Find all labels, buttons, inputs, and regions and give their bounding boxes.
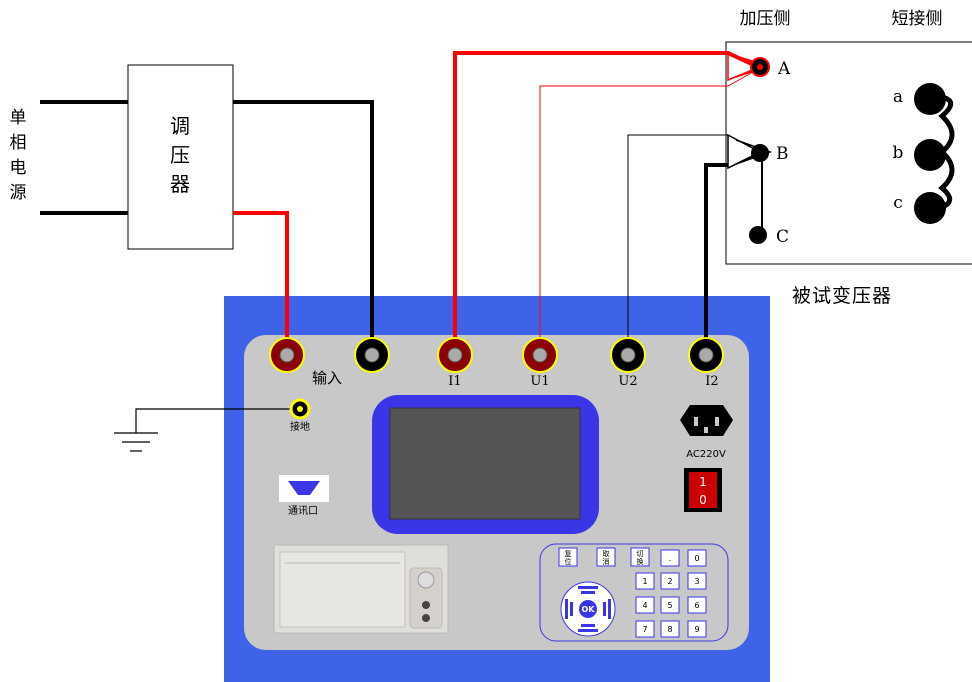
printer[interactable] [273,544,449,634]
ground-terminal[interactable] [289,398,311,420]
wire-regulator-red [233,211,289,355]
power-label: AC220V [686,449,726,460]
wire-u1 [539,67,761,355]
svg-text:7: 7 [642,625,647,634]
svg-text:切: 切 [637,550,644,558]
svg-text:复: 复 [565,549,572,558]
terminal-u2[interactable] [610,337,646,373]
svg-text:6: 6 [694,601,699,610]
key-7[interactable]: 7 [635,620,655,638]
svg-text:3: 3 [694,577,699,586]
terminal-i1[interactable] [437,337,473,373]
key-0[interactable]: 0 [687,549,707,567]
arrow-left-icon[interactable] [565,599,568,619]
key-dot[interactable]: . [660,549,680,567]
switch-on-label: 1 [699,475,707,489]
regulator-char-3: 器 [170,172,190,196]
transformer-name: 被试变压器 [792,285,892,307]
source-char-1: 单 [10,108,27,128]
switch-off-label: 0 [699,493,707,507]
terminal-lv-a [914,83,946,115]
terminal-i1-label: I1 [448,374,461,389]
svg-text:换: 换 [637,557,644,566]
svg-text:1: 1 [642,577,647,586]
regulator-char-2: 压 [170,143,190,167]
terminal-c-label: C [776,227,789,247]
arrow-down-icon[interactable] [578,629,598,632]
terminal-i2[interactable] [688,337,724,373]
source-char-2: 相 [10,133,27,153]
ground-label: 接地 [290,420,310,433]
terminal-lv-c-label: c [893,193,903,213]
key-2[interactable]: 2 [660,572,680,590]
db9-port-icon [288,481,320,495]
terminal-i2-label: I2 [705,374,718,389]
terminal-lv-a-label: a [893,87,903,107]
key-4[interactable]: 4 [635,596,655,614]
svg-text:取: 取 [603,550,610,558]
keypad-frame [539,543,729,642]
terminal-a-label: A [777,59,791,79]
terminal-c [749,226,767,244]
comm-port-label: 通讯口 [288,505,318,517]
arrow-right-icon[interactable] [608,599,611,619]
key-9[interactable]: 9 [687,620,707,638]
terminal-lv-c [914,192,946,224]
nav-pad [560,581,616,637]
terminal-lv-b [914,139,946,171]
ground-wire [135,408,300,433]
svg-text:位: 位 [565,557,572,566]
svg-text:.: . [669,554,672,563]
key-5[interactable]: 5 [660,596,680,614]
ok-button[interactable] [579,600,597,618]
source-char-4: 源 [10,183,27,203]
svg-text:4: 4 [642,601,647,610]
source-label: 单 相 电 源 [10,108,27,203]
voltage-regulator-box [127,64,234,250]
key-reset[interactable]: 复 位 [558,547,578,567]
terminal-b-label: B [776,144,789,164]
key-6[interactable]: 6 [687,596,707,614]
terminal-u1-label: U1 [530,374,549,389]
terminal-u2-label: U2 [618,374,637,389]
ok-label: OK [582,605,596,614]
svg-text:9: 9 [694,625,699,634]
input-terminal-black[interactable] [354,337,390,373]
wire-regulator-black [233,100,374,355]
regulator-char-1: 调 [170,114,190,138]
svg-text:消: 消 [603,557,610,566]
wire-i1 [453,51,761,355]
clamp-a [727,51,771,82]
source-char-3: 电 [10,158,27,178]
short-side-label: 短接侧 [892,9,943,29]
hv-side-label: 加压侧 [740,9,791,29]
svg-text:2: 2 [667,577,672,586]
display-screen [389,407,581,520]
terminal-b [751,144,769,162]
ground-symbol-icon [114,432,158,452]
terminal-u1[interactable] [522,337,558,373]
key-cancel[interactable]: 取 消 [596,547,616,567]
power-inlet[interactable] [680,405,733,436]
key-1[interactable]: 1 [635,572,655,590]
input-label: 输入 [312,369,342,387]
key-switch[interactable]: 切 换 [630,547,650,567]
clamp-b [727,133,773,170]
input-terminal-red[interactable] [269,337,305,373]
key-8[interactable]: 8 [660,620,680,638]
key-3[interactable]: 3 [687,572,707,590]
arrow-up-icon[interactable] [578,586,598,589]
terminal-lv-b-label: b [893,143,904,163]
svg-text:8: 8 [667,625,672,634]
svg-text:5: 5 [667,601,672,610]
svg-text:0: 0 [694,554,699,563]
power-switch[interactable] [684,468,722,512]
